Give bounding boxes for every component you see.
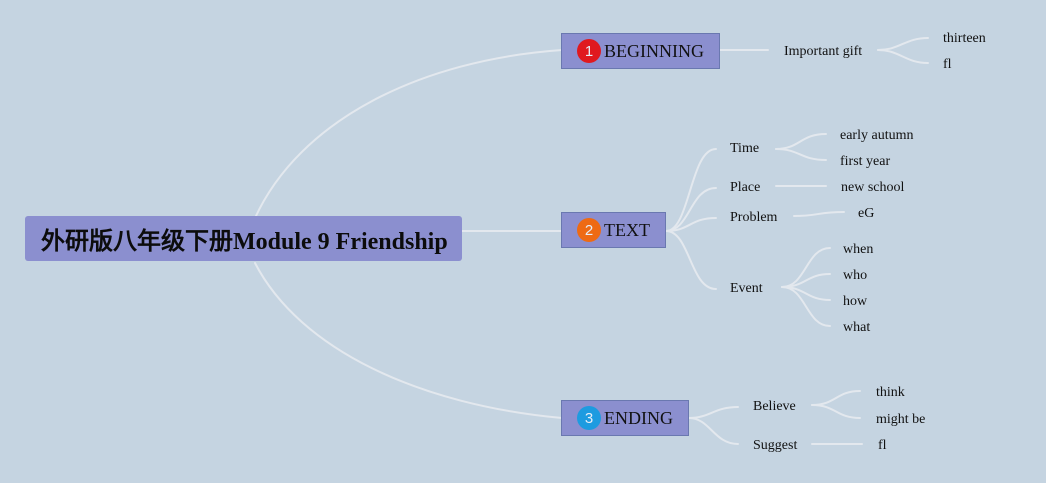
connector-root-ending <box>254 262 563 419</box>
connector-event-what <box>781 286 831 327</box>
branch-beginning-label: BEGINNING <box>604 40 704 61</box>
node-first-year[interactable]: first year <box>840 154 891 169</box>
connector-problem-eg <box>793 211 845 217</box>
number-1-icon: 1 <box>577 39 601 63</box>
node-thirteen[interactable]: thirteen <box>943 31 986 46</box>
node-when[interactable]: when <box>843 242 874 257</box>
node-eg[interactable]: eG <box>858 206 875 221</box>
connector-text-event <box>665 230 717 290</box>
number-3-icon: 3 <box>577 406 601 430</box>
node-how[interactable]: how <box>843 294 868 309</box>
node-what[interactable]: what <box>843 320 871 335</box>
node-time[interactable]: Time <box>730 141 760 156</box>
node-event[interactable]: Event <box>730 281 763 296</box>
node-think[interactable]: think <box>876 385 905 400</box>
number-2-icon: 2 <box>577 218 601 242</box>
node-early-autumn[interactable]: early autumn <box>840 128 914 143</box>
connector-believe-mightbe <box>811 404 861 419</box>
node-problem[interactable]: Problem <box>730 210 778 225</box>
node-might-be[interactable]: might be <box>876 412 926 427</box>
connector-gift-fl <box>877 49 929 64</box>
node-important-gift[interactable]: Important gift <box>784 44 863 59</box>
root-node[interactable]: 外研版八年级下册Module 9 Friendship <box>25 216 462 261</box>
branch-text[interactable]: 2 TEXT <box>561 212 666 248</box>
connector-believe-think <box>811 390 861 406</box>
branch-ending-label: ENDING <box>604 407 673 428</box>
branch-beginning[interactable]: 1 BEGINNING <box>561 33 720 69</box>
branch-text-label: TEXT <box>604 219 650 240</box>
connector-text-time <box>665 148 717 232</box>
branch-ending[interactable]: 3 ENDING <box>561 400 689 436</box>
node-fl-beginning[interactable]: fl <box>943 57 952 72</box>
node-place[interactable]: Place <box>730 180 761 195</box>
node-new-school[interactable]: new school <box>841 180 905 195</box>
node-who[interactable]: who <box>843 268 868 283</box>
connector-time-first <box>775 148 827 161</box>
connector-gift-thirteen <box>877 37 929 51</box>
connector-ending-believe <box>688 406 739 419</box>
connector-text-problem <box>665 217 717 232</box>
connector-time-early <box>775 133 827 150</box>
node-believe[interactable]: Believe <box>753 399 796 414</box>
connector-root-beginning <box>254 49 563 219</box>
connector-ending-suggest <box>688 417 739 445</box>
node-fl-ending[interactable]: fl <box>878 438 887 453</box>
node-suggest[interactable]: Suggest <box>753 438 798 453</box>
root-title: 外研版八年级下册Module 9 Friendship <box>41 229 448 255</box>
